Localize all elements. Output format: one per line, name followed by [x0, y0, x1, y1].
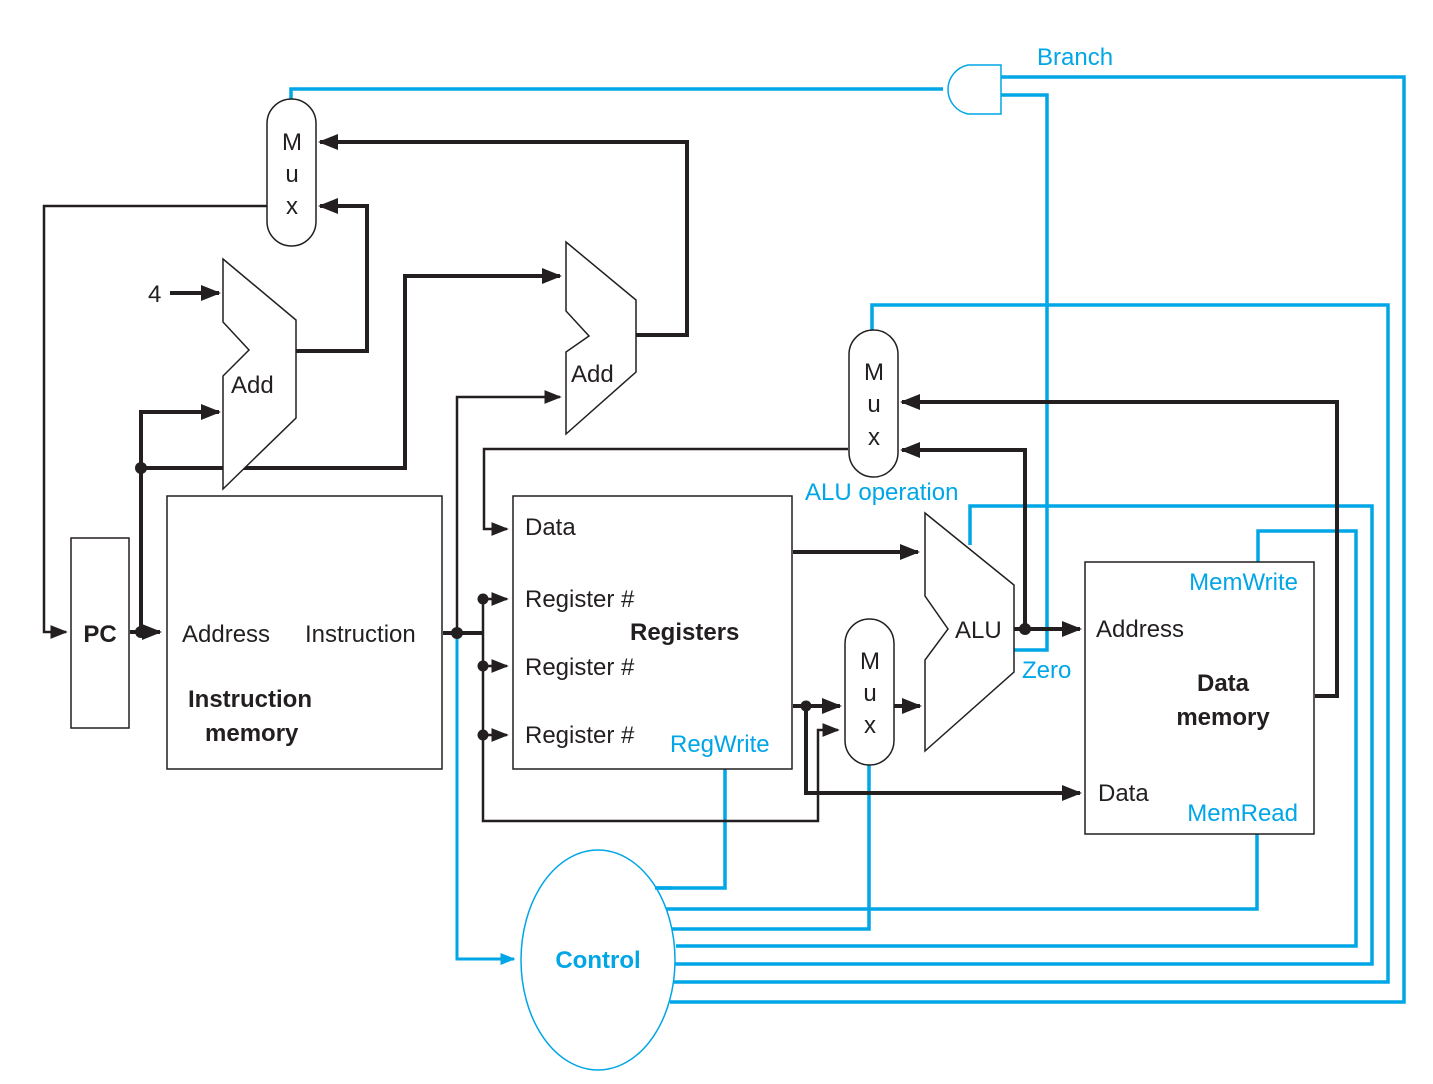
pc-label: PC	[83, 621, 116, 648]
imem-title-line2: memory	[205, 720, 299, 747]
register-file[interactable]: Data Register # Register # Register # Re…	[512, 495, 793, 770]
alu-operation-label: ALU operation	[805, 479, 958, 506]
branch-adder-label: Add	[571, 361, 614, 388]
imem-instruction-port: Instruction	[305, 621, 416, 648]
alusrc-mux-letter-m: M	[860, 648, 880, 675]
alu[interactable]: ALU ALU operation Zero	[805, 479, 1071, 753]
dmem-data-port: Data	[1098, 780, 1149, 807]
aluop-wire	[674, 504, 1374, 966]
regfile-read-reg2-port: Register #	[525, 654, 635, 681]
alu-label: ALU	[955, 617, 1002, 644]
regwrite-label: RegWrite	[670, 731, 770, 758]
constant-four: 4	[148, 281, 161, 308]
regfile-title: Registers	[630, 619, 739, 646]
wb-mux-letter-m: M	[864, 359, 884, 386]
memwrite-wire	[676, 529, 1358, 948]
zero-label: Zero	[1022, 657, 1071, 684]
branch-adder[interactable]: Add	[565, 240, 637, 436]
zero-wire	[1001, 93, 1049, 652]
control-unit[interactable]: Control	[520, 849, 676, 1071]
data-memory[interactable]: MemWrite Address Data memory Data MemRea…	[1084, 561, 1315, 835]
alusrc-wire	[668, 764, 871, 931]
control-label: Control	[555, 947, 640, 974]
regwrite-wire	[655, 769, 727, 890]
dmem-title-line2: memory	[1176, 704, 1270, 731]
memread-wire	[664, 834, 1259, 911]
control-wires	[289, 75, 1406, 1004]
imem-title-line1: Instruction	[188, 686, 312, 713]
wb-mux-letter-x: x	[868, 424, 880, 451]
pc-adder[interactable]: Add 4	[148, 257, 297, 491]
regfile-write-reg-port: Register #	[525, 722, 635, 749]
datapath-wires	[42, 134, 1339, 823]
dmem-title-line1: Data	[1197, 670, 1250, 697]
regfile-data-port: Data	[525, 514, 576, 541]
pc-register[interactable]: PC	[70, 537, 130, 729]
alusrc-mux-letter-u: u	[863, 680, 876, 707]
memread-label: MemRead	[1187, 800, 1298, 827]
pc-mux-letter-m: M	[282, 129, 302, 156]
dmem-address-port: Address	[1096, 616, 1184, 643]
memtoreg-wire	[672, 303, 1390, 984]
regfile-read-reg1-port: Register #	[525, 586, 635, 613]
branch-wire	[670, 75, 1406, 1004]
branch-label: Branch	[1037, 44, 1113, 71]
alusrc-mux-letter-x: x	[864, 712, 876, 739]
pc-adder-label: Add	[231, 372, 274, 399]
memwrite-label: MemWrite	[1189, 569, 1298, 596]
instruction-memory[interactable]: Address Instruction Instruction memory	[166, 495, 443, 770]
junction-dots	[135, 462, 1031, 741]
branch-and-gate[interactable]: Branch	[947, 44, 1113, 115]
instr-to-control-wire	[455, 633, 516, 965]
pc-mux-letter-x: x	[286, 193, 298, 220]
imem-address-port: Address	[182, 621, 270, 648]
alu-src-mux[interactable]: M u x	[844, 618, 895, 766]
pc-mux-letter-u: u	[285, 161, 298, 188]
writeback-mux[interactable]: M u x	[848, 329, 899, 478]
pc-mux[interactable]: M u x	[266, 98, 317, 247]
wb-mux-letter-u: u	[867, 391, 880, 418]
pcsrc-wire	[289, 87, 943, 101]
